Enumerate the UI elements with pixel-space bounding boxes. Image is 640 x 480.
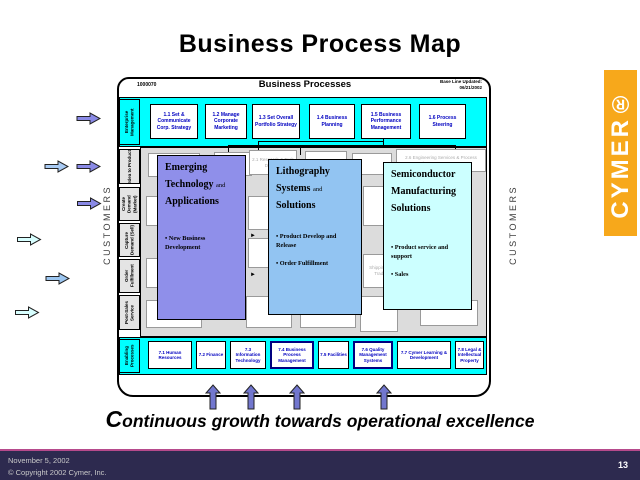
connector-line: [383, 139, 384, 148]
right-arrow-icon: [14, 306, 40, 319]
box-title-line: Systems and: [276, 183, 323, 194]
process-box-7-6: 7.6 Quality Management Systems: [353, 341, 393, 369]
process-box-1-3: 1.3 Set Overall Portfolio Strategy: [252, 104, 300, 139]
process-box-7-8: 7.8 Legal & Intellectual Property: [455, 341, 484, 369]
box-title-line: Solutions: [391, 203, 431, 214]
customers-label-right: CUSTOMERS: [508, 185, 519, 265]
box-title-line: Emerging: [165, 162, 208, 173]
process-box-1-1: 1.1 Set & Communicate Corp. Strategy: [150, 104, 198, 139]
connector-line: [228, 145, 229, 153]
connector-line: [300, 145, 301, 155]
document-id: 1000070: [137, 82, 157, 88]
process-box-7-1: 7.1 Human Resources: [148, 341, 192, 369]
up-arrow-icon: [289, 384, 305, 410]
up-arrow-icon: [243, 384, 259, 410]
right-arrow-icon: [76, 160, 101, 173]
box-title-line: Applications: [165, 196, 219, 207]
slide-footer: November 5, 2002 © Copyright 2002 Cymer,…: [0, 449, 640, 480]
right-arrow-icon: [76, 112, 101, 125]
row-label-enterprise-management: Enterprise Management: [119, 99, 140, 145]
up-arrow-icon: [376, 384, 392, 410]
page-number: 13: [617, 460, 628, 470]
semiconductor-solutions-box: Semiconductor Manufacturing Solutions • …: [383, 162, 472, 310]
connector-line: [258, 141, 259, 153]
connector-arrow-icon: ►: [250, 272, 256, 278]
process-box-1-5: 1.5 Business Performance Management: [361, 104, 411, 139]
process-box-7-5: 7.5 Facilities: [318, 341, 349, 369]
row-label-idea-to-product: Idea to Product: [119, 149, 140, 184]
row-label-post-sales-service: Post-Sales Service: [119, 295, 140, 330]
box-bullets: • Product service and support • Sales: [391, 244, 449, 279]
connector-line: [258, 141, 384, 142]
process-box-7-7: 7.7 Cymer Learning & Development: [397, 341, 451, 369]
row-label-enabling-processes: Enabling Processes: [119, 339, 140, 373]
baseline-label: Base Line Updated:: [439, 79, 482, 84]
baseline-date: 06/21/2002: [459, 85, 482, 91]
page-title: Business Process Map: [178, 30, 462, 58]
box-title-line: Solutions: [276, 200, 316, 211]
box-title-line: Semiconductor: [391, 169, 456, 180]
row-label-capture-demand: Capture Demand (Sell): [119, 223, 140, 257]
right-arrow-icon: [44, 160, 69, 173]
process-box-7-3: 7.3 Information Technology: [230, 341, 266, 369]
process-box-1-6: 1.6 Process Steering: [419, 104, 466, 139]
right-arrow-icon: [45, 272, 70, 285]
box-title-line: Technology and: [165, 179, 226, 190]
emerging-technology-box: Emerging Technology and Applications • N…: [157, 155, 246, 320]
footer-meta: November 5, 2002 © Copyright 2002 Cymer,…: [8, 455, 107, 478]
row-label-create-demand: Create Demand (Market): [119, 187, 140, 221]
customers-label-left: CUSTOMERS: [102, 185, 113, 265]
right-arrow-icon: [16, 233, 42, 246]
up-arrow-icon: [205, 384, 221, 410]
footer-copyright: © Copyright 2002 Cymer, Inc.: [8, 467, 107, 477]
row-label-order-fulfillment: Order Fulfillment: [119, 259, 140, 293]
box-title-line: Manufacturing: [391, 186, 456, 197]
footer-date: November 5, 2002: [8, 456, 70, 465]
baseline-updated: Base Line Updated: 06/21/2002: [402, 79, 482, 92]
lithography-systems-box: Lithography Systems and Solutions • Prod…: [268, 159, 362, 315]
box-bullets: • Product Develop and Release • Order Fu…: [276, 233, 337, 268]
box-title-line: Lithography: [276, 166, 330, 177]
cymer-logo: CYMER®: [604, 70, 637, 236]
connector-arrow-icon: ►: [250, 233, 256, 239]
tagline: Continuous growth towards operational ex…: [105, 406, 535, 432]
process-box-1-4: 1.4 Business Planning: [309, 104, 355, 139]
process-box-7-2: 7.2 Finance: [196, 341, 226, 369]
process-box-1-2: 1.2 Manage Corporate Marketing: [205, 104, 247, 139]
connector-line: [228, 145, 456, 146]
box-bullets: • New Business Development: [165, 235, 206, 252]
map-header-title: Business Processes: [258, 79, 352, 90]
right-arrow-icon: [76, 197, 102, 210]
process-box-7-4: 7.4 Business Process Management: [270, 341, 314, 369]
